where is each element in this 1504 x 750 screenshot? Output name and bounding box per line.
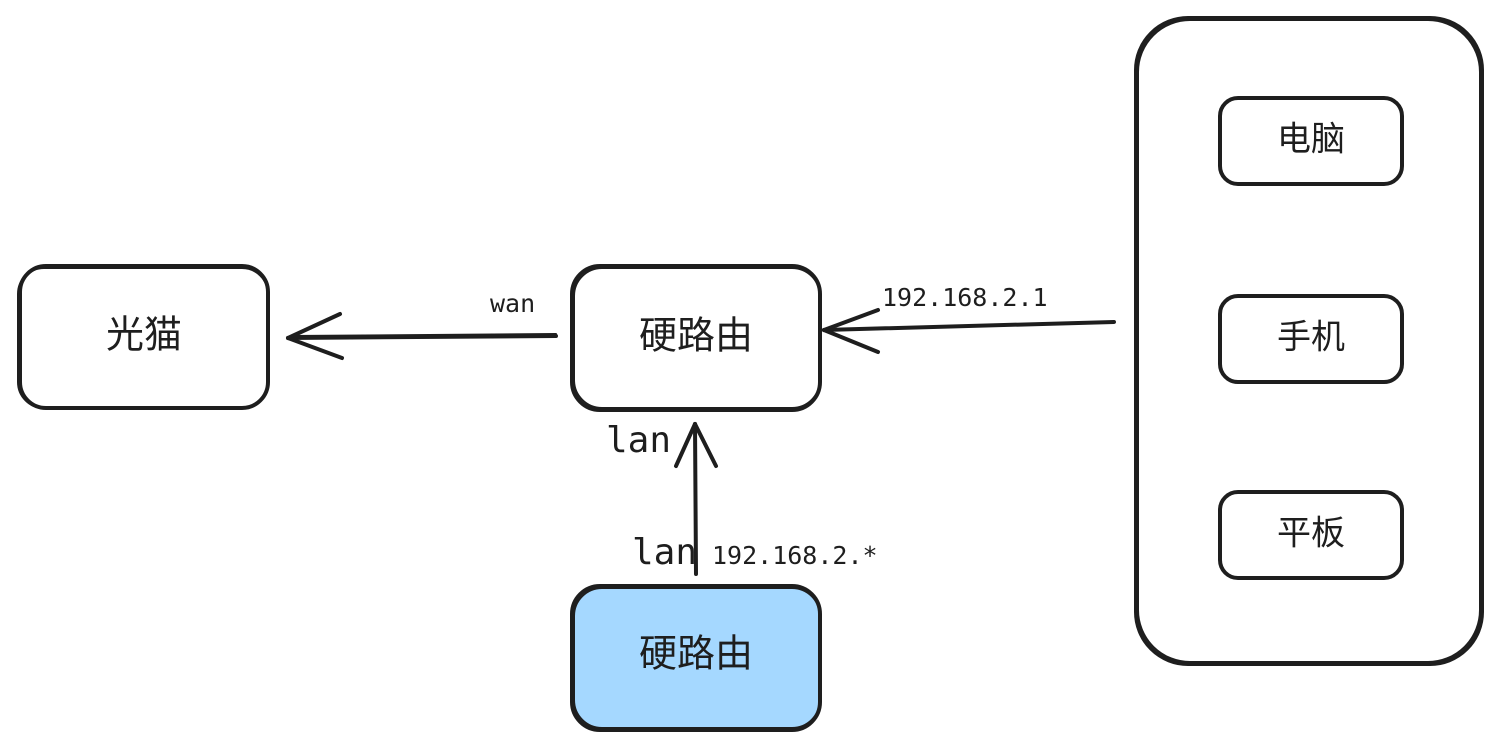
device-phone-label: 手机 [1277,318,1345,358]
device-tablet-label: 平板 [1277,514,1345,554]
device-phone[interactable]: 手机 [1218,294,1404,384]
edge-label-lan-top: lan [606,420,671,461]
edge-label-wan: wan [490,289,535,318]
edge-label-gateway-ip: 192.168.2.1 [882,283,1048,312]
main-router-node[interactable]: 硬路由 [570,264,822,412]
arrow-main-to-modem [286,312,558,360]
edge-label-lan-ip: 192.168.2.* [712,541,878,570]
devices-group[interactable]: 电脑 手机 平板 [1134,16,1484,666]
optical-modem-node[interactable]: 光猫 [17,264,270,410]
arrow-secondary-to-main [674,422,718,576]
device-tablet[interactable]: 平板 [1218,490,1404,580]
secondary-router-label: 硬路由 [639,632,753,676]
optical-modem-label: 光猫 [106,313,182,357]
device-computer-label: 电脑 [1277,120,1345,160]
secondary-router-node[interactable]: 硬路由 [570,584,822,732]
device-computer[interactable]: 电脑 [1218,96,1404,186]
main-router-label: 硬路由 [639,314,753,358]
edge-label-lan-bottom: lan [632,532,697,573]
arrow-devices-to-main [822,308,1116,354]
